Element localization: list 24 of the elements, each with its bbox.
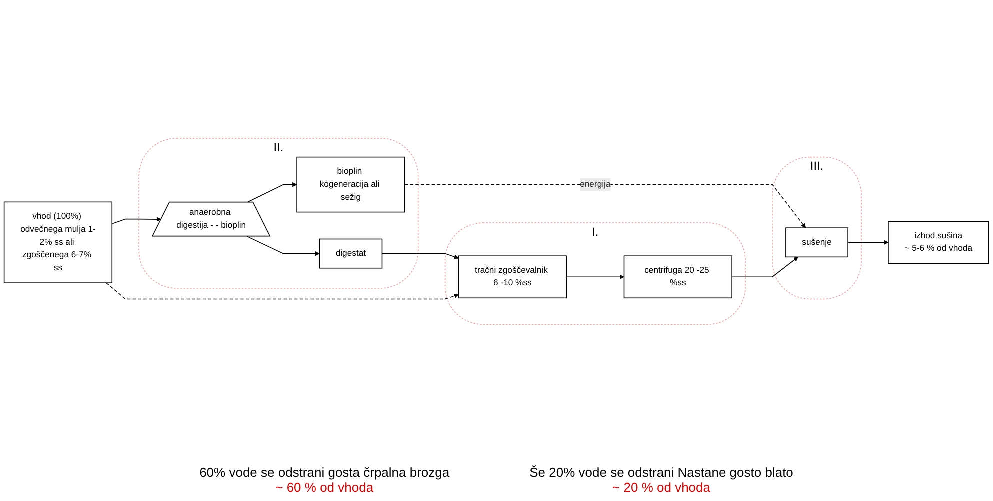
arrow (246, 182, 298, 203)
node-box (786, 228, 848, 258)
arrow (404, 184, 806, 228)
arrow (566, 274, 624, 280)
node-box (4, 202, 113, 284)
arrow (382, 253, 459, 260)
node-box (319, 238, 383, 269)
percentage-note: ~ 20 % od vhoda (612, 480, 710, 495)
node-box (458, 256, 567, 299)
percentage-note: ~ 60 % od vhoda (276, 480, 374, 495)
arrow (848, 240, 889, 245)
node-box (624, 256, 732, 299)
cluster (772, 156, 862, 300)
arrow (732, 256, 798, 278)
arrow (246, 236, 320, 256)
flowchart: I. III. II. energija vhod (100%) odvečnega mulja 1-2% ss ali zgoščenega 6-7% ss anaerobna digestija - - bioplin bioplin kogeneracija ali sežig digestat sušenje izhod sušina ~ 5-6 % od vhoda tračni zgoščevalnik 6 -10 %ss centrifuga 20 -25 %ss (0, 0, 993, 463)
cluster (444, 222, 746, 325)
node-box (888, 221, 990, 264)
arrow (106, 282, 459, 300)
note-text: Še 20% vode se odstrani Nastane gosto blato (530, 465, 794, 480)
node-box (296, 156, 406, 213)
arrow (112, 217, 162, 224)
cluster (138, 138, 419, 289)
note-text: 60% vode se odstrani gosta črpalna brozga (200, 465, 450, 480)
